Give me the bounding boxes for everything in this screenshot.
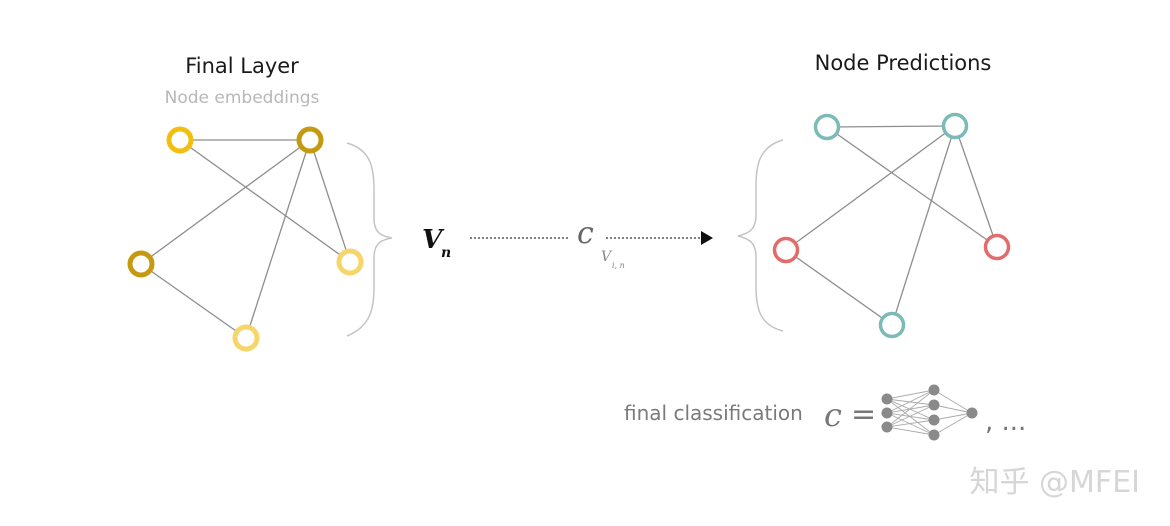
embedding-node: [127, 250, 155, 278]
input-vector-label: V n: [422, 225, 451, 261]
continuation-ellipsis: , ...: [985, 407, 1026, 437]
prediction-node: [813, 113, 841, 141]
embedding-node: [296, 126, 324, 154]
svg-text:V: V: [601, 249, 613, 265]
node-predictions-nodes: [772, 112, 1011, 339]
prediction-node: [941, 112, 969, 140]
final-layer-graph: [140, 139, 351, 339]
edge: [245, 139, 311, 339]
edge: [140, 139, 311, 265]
edge: [826, 125, 956, 128]
classifier-function-label: c V i, n: [577, 216, 625, 270]
final-classification-caption: final classification: [624, 401, 803, 425]
edge: [179, 139, 351, 263]
prediction-node: [878, 311, 906, 339]
svg-text:n: n: [441, 245, 451, 261]
edge: [785, 249, 893, 326]
edge: [954, 125, 998, 248]
svg-text:V: V: [422, 225, 445, 255]
embedding-node: [232, 324, 260, 352]
embedding-node: [166, 126, 194, 154]
prediction-node: [983, 233, 1011, 261]
node-predictions-title: Node Predictions: [815, 51, 992, 75]
classifier-symbol: c: [824, 396, 842, 434]
edge: [826, 126, 998, 248]
svg-text:c: c: [577, 216, 594, 251]
edge: [309, 139, 351, 263]
node-predictions-graph: [785, 125, 998, 326]
equals-sign: =: [851, 397, 876, 432]
arrow-head: [701, 231, 713, 245]
watermark: 知乎 @MFEI: [970, 465, 1140, 500]
right-brace: [737, 139, 784, 332]
prediction-node: [772, 236, 800, 264]
edge: [785, 125, 956, 251]
final-layer-title: Final Layer: [185, 54, 299, 78]
edge: [140, 263, 247, 339]
embedding-node: [336, 248, 364, 276]
svg-text:i, n: i, n: [612, 261, 625, 270]
edge: [891, 125, 956, 326]
left-brace: [346, 142, 393, 337]
final-layer-nodes: [127, 126, 364, 352]
neural-network-icon: [881, 384, 978, 441]
final-layer-subtitle: Node embeddings: [165, 88, 320, 108]
